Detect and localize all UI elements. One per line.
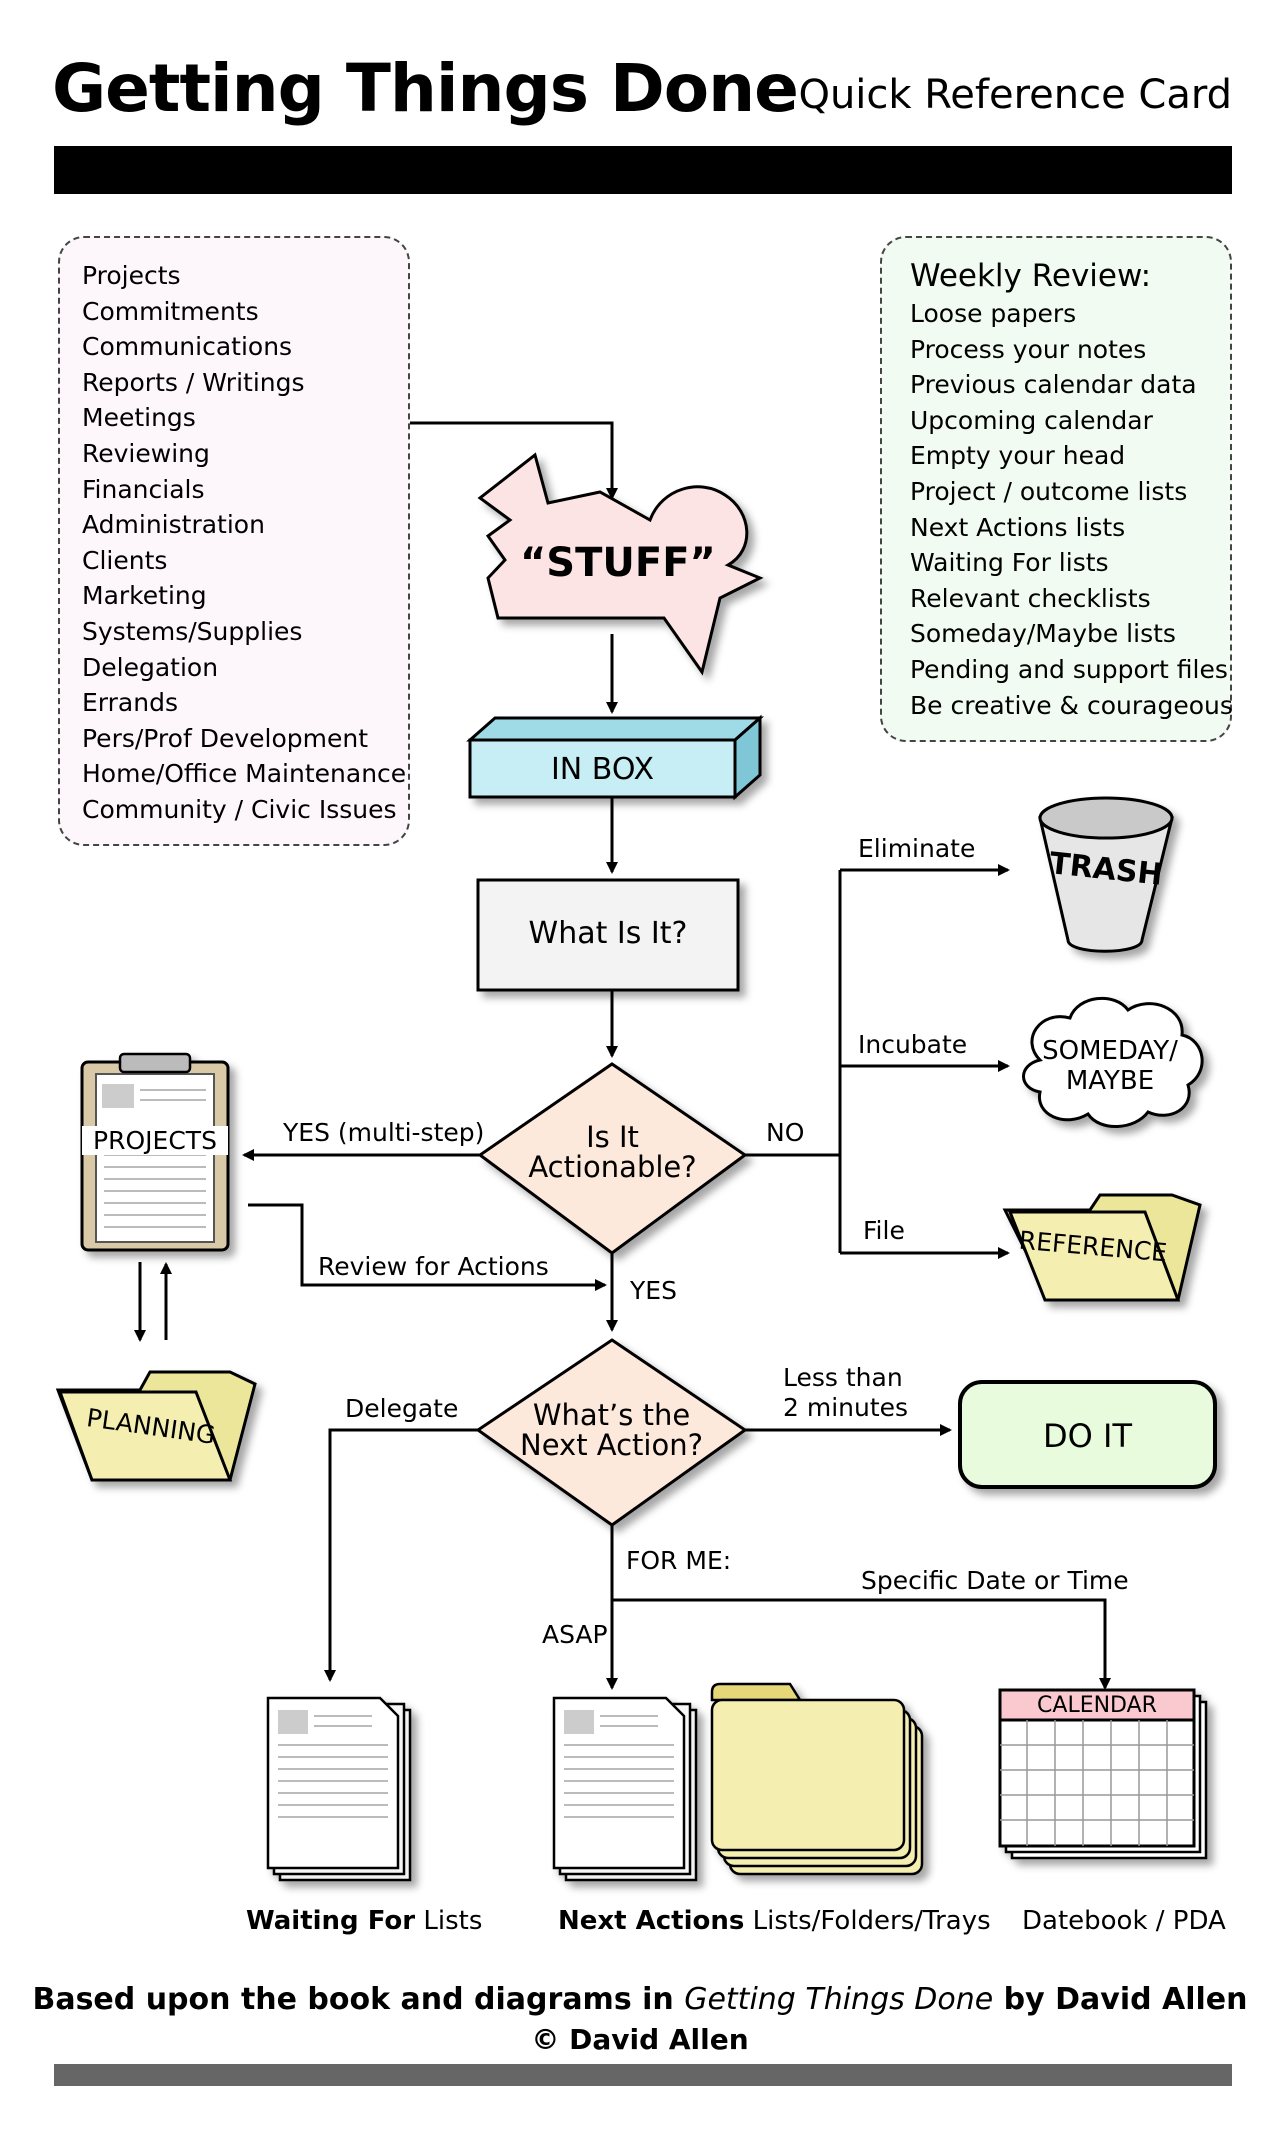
waiting-for-caption-bold: Waiting For xyxy=(246,1906,416,1936)
next-action-label-1: What’s the xyxy=(532,1398,691,1432)
weekly-review-item: Loose papers xyxy=(910,299,1077,328)
projects-clipboard-icon xyxy=(80,1052,230,1252)
trash-icon xyxy=(1038,796,1174,953)
reference-folder-icon xyxy=(1002,1193,1202,1302)
edge-label-incubate: Incubate xyxy=(858,1030,968,1059)
footer-prefix: Based upon the book and diagrams in xyxy=(32,1982,685,2017)
edge-label-for-me: FOR ME: xyxy=(626,1546,732,1575)
weekly-review-item: Be creative & courageous xyxy=(910,690,1233,720)
actionable-label-2: Actionable? xyxy=(528,1150,697,1184)
stuff-node xyxy=(477,452,764,676)
edge-label-delegate: Delegate xyxy=(345,1394,459,1423)
input-list-item: Administration xyxy=(82,510,265,540)
inbox-node xyxy=(466,714,764,801)
inbox-front xyxy=(468,738,737,799)
edge-delegate xyxy=(324,1428,478,1682)
next-action-diamond xyxy=(475,1338,748,1527)
what-is-it-box xyxy=(476,878,740,992)
weekly-review-item: Waiting For lists xyxy=(910,548,1109,578)
weekly-review-item: Someday/Maybe lists xyxy=(910,619,1176,649)
page-subtitle: Quick Reference Card xyxy=(798,72,1232,118)
someday-cloud-icon xyxy=(1022,996,1204,1128)
waiting-for-caption-rest: Lists xyxy=(415,1906,483,1936)
footer-credit: Based upon the book and diagrams in Gett… xyxy=(0,1982,1280,2017)
edge-label-file: File xyxy=(863,1216,905,1245)
stuff-shape xyxy=(477,452,764,676)
edge-label-review-for-actions: Review for Actions xyxy=(318,1252,549,1281)
weekly-review-item: Previous calendar data xyxy=(910,370,1197,400)
calendar-icon xyxy=(998,1688,1208,1860)
inbox-label: IN BOX xyxy=(550,752,655,787)
input-list-item: Systems/Supplies xyxy=(82,616,303,646)
waiting-for-caption: Waiting For Lists xyxy=(246,1906,482,1936)
projects-label: PROJECTS xyxy=(82,1126,228,1155)
input-list-item: Delegation xyxy=(82,652,219,682)
weekly-review-item: Project / outcome lists xyxy=(910,476,1188,506)
someday-label-1: SOMEDAY/ xyxy=(1042,1036,1178,1066)
input-list-item: Communications xyxy=(82,332,293,362)
input-list-item: Financials xyxy=(82,474,205,504)
edge-label-yes-multi: YES (multi-step) xyxy=(283,1118,485,1147)
footer-book-title: Getting Things Done xyxy=(684,1982,994,2017)
next-actions-docs-icon xyxy=(552,1696,698,1882)
planning-folder-icon xyxy=(55,1370,257,1482)
input-list-item: Commitments xyxy=(82,296,259,326)
input-list-item: Projects xyxy=(82,261,181,290)
edge-specific-date xyxy=(612,1598,1111,1690)
input-list-item: Errands xyxy=(82,688,178,718)
input-list-item: Marketing xyxy=(82,581,207,611)
edge-label-less-than-1: Less than xyxy=(783,1363,903,1392)
edge-list-to-stuff xyxy=(410,421,618,500)
next-actions-folders-icon xyxy=(710,1682,924,1876)
input-list-item: Reviewing xyxy=(82,438,210,468)
connectors xyxy=(134,421,1111,1690)
next-actions-caption-rest: Lists/Folders/Trays xyxy=(744,1906,991,1936)
edge-label-yes: YES xyxy=(630,1276,677,1305)
what-is-it-label: What Is It? xyxy=(528,916,688,951)
input-list-item: Pers/Prof Development xyxy=(82,723,368,753)
next-actions-caption-bold: Next Actions xyxy=(558,1906,745,1936)
input-list-item: Meetings xyxy=(82,403,196,433)
page-title: Getting Things Done xyxy=(52,50,799,127)
weekly-review-item: Relevant checklists xyxy=(910,583,1151,613)
edge-label-no: NO xyxy=(766,1118,805,1147)
actionable-diamond xyxy=(477,1062,748,1255)
do-it-label: DO IT xyxy=(1043,1417,1132,1455)
weekly-review-item: Process your notes xyxy=(910,334,1147,364)
edge-label-less-than-2: 2 minutes xyxy=(783,1393,909,1422)
edge-label-eliminate: Eliminate xyxy=(858,834,976,863)
calendar-label: CALENDAR xyxy=(1037,1693,1157,1718)
weekly-review-item: Upcoming calendar xyxy=(910,405,1153,435)
next-action-label-2: Next Action? xyxy=(520,1428,703,1462)
input-list-item: Reports / Writings xyxy=(82,367,305,397)
input-list-item: Community / Civic Issues xyxy=(82,794,397,824)
weekly-review-title: Weekly Review: xyxy=(910,258,1152,294)
inbox-top xyxy=(466,716,764,742)
do-it-box xyxy=(958,1380,1217,1489)
datebook-caption: Datebook / PDA xyxy=(1022,1906,1226,1936)
input-list-item: Home/Office Maintenance xyxy=(82,759,407,789)
weekly-review-item: Empty your head xyxy=(910,441,1126,471)
weekly-review-item: Pending and support files xyxy=(910,654,1228,684)
waiting-for-docs-icon xyxy=(266,1696,412,1882)
actionable-label-1: Is It xyxy=(586,1120,639,1154)
footer-bar xyxy=(54,2064,1232,2086)
footer-suffix: by David Allen xyxy=(993,1982,1248,2017)
someday-label-2: MAYBE xyxy=(1065,1066,1155,1096)
edge-label-specific-date: Specific Date or Time xyxy=(861,1566,1129,1595)
edge-review-for-actions xyxy=(248,1203,607,1291)
footer-copyright: © David Allen xyxy=(531,2023,749,2056)
input-list-item: Clients xyxy=(82,545,168,575)
next-actions-caption: Next Actions Lists/Folders/Trays xyxy=(558,1906,991,1936)
edge-label-asap: ASAP xyxy=(542,1620,608,1649)
header-bar xyxy=(54,146,1232,194)
weekly-review-item: Next Actions lists xyxy=(910,512,1126,542)
stuff-label: “STUFF” xyxy=(520,540,716,586)
